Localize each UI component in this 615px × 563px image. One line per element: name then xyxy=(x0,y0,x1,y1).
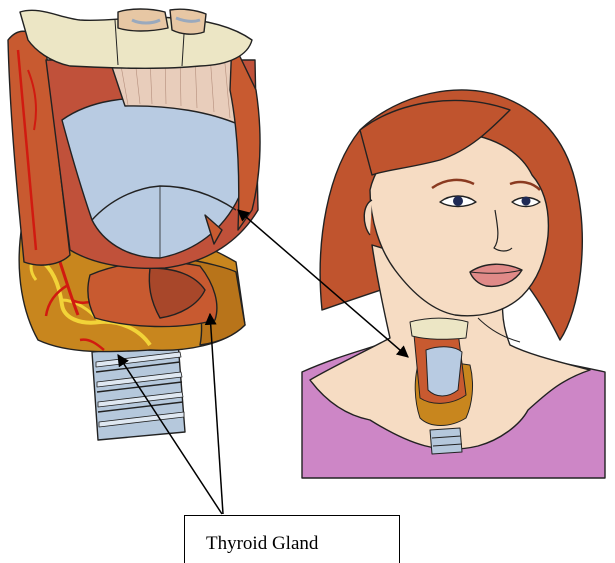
arrow-label-to-gland-right xyxy=(210,314,223,514)
thyroid-gland-label: Thyroid Gland xyxy=(206,533,318,555)
larynx-illustration xyxy=(8,9,260,440)
trachea xyxy=(92,342,185,440)
woman-illustration xyxy=(302,90,605,478)
